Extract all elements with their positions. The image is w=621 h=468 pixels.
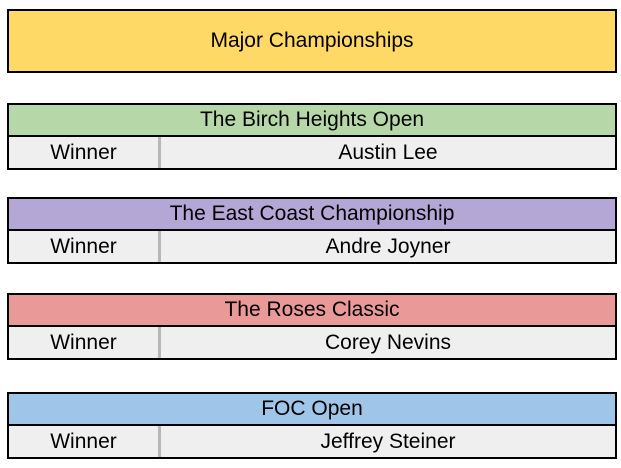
major-championships-banner: Major Championships xyxy=(7,9,617,73)
championship-name: The Roses Classic xyxy=(224,298,400,321)
championship-table: The Roses Classic Winner Corey Nevins xyxy=(7,293,617,360)
winner-row: Winner Austin Lee xyxy=(9,137,615,168)
winner-label: Winner xyxy=(50,330,117,354)
winner-name-cell: Austin Lee xyxy=(161,137,615,168)
winner-name: Jeffrey Steiner xyxy=(320,429,456,453)
championship-name: The Birch Heights Open xyxy=(199,108,425,131)
championship-name: FOC Open xyxy=(261,397,363,420)
winner-name: Andre Joyner xyxy=(325,234,451,258)
championship-table: The Birch Heights Open Winner Austin Lee xyxy=(7,103,617,170)
championship-header-cell: The East Coast Championship xyxy=(9,199,615,231)
championship-header-cell: The Roses Classic xyxy=(9,295,615,327)
winner-row: Winner Andre Joyner xyxy=(9,231,615,262)
winner-name-cell: Andre Joyner xyxy=(161,231,615,262)
winner-label: Winner xyxy=(50,140,117,164)
championship-header-cell: FOC Open xyxy=(9,394,615,426)
winner-label: Winner xyxy=(50,234,117,258)
winner-name-cell: Corey Nevins xyxy=(161,327,615,358)
page-title: Major Championships xyxy=(210,29,414,52)
winner-row: Winner Jeffrey Steiner xyxy=(9,426,615,457)
winner-label-cell: Winner xyxy=(9,137,161,168)
championship-table: FOC Open Winner Jeffrey Steiner xyxy=(7,392,617,459)
championship-name: The East Coast Championship xyxy=(169,202,455,225)
championship-header-cell: The Birch Heights Open xyxy=(9,105,615,137)
winner-name: Corey Nevins xyxy=(324,330,452,354)
winner-label-cell: Winner xyxy=(9,327,161,358)
winner-label: Winner xyxy=(50,429,117,453)
winner-name-cell: Jeffrey Steiner xyxy=(161,426,615,457)
championship-table: The East Coast Championship Winner Andre… xyxy=(7,197,617,264)
winner-name: Austin Lee xyxy=(338,140,438,164)
winner-row: Winner Corey Nevins xyxy=(9,327,615,358)
winner-label-cell: Winner xyxy=(9,231,161,262)
winner-label-cell: Winner xyxy=(9,426,161,457)
